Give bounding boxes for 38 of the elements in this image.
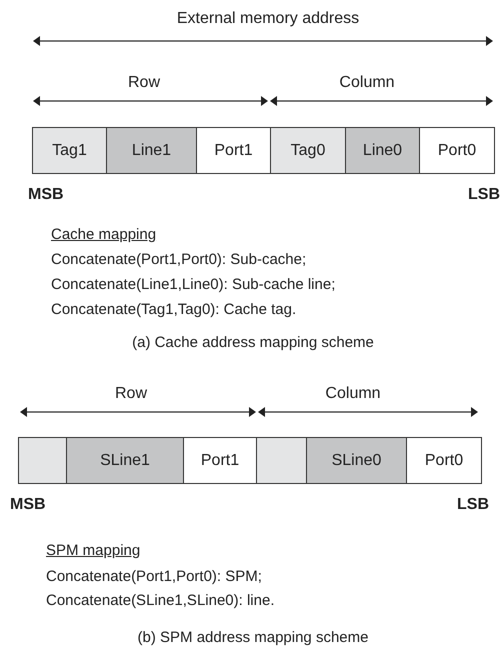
bit-order-label: MSB — [28, 186, 64, 204]
note-heading: Cache mapping — [51, 226, 156, 244]
bit-field-box — [183, 437, 257, 484]
dimension-label: Row — [128, 74, 160, 92]
bit-field-box — [66, 437, 184, 484]
field-name: Tag0 — [290, 142, 326, 160]
field-name: SLine0 — [332, 452, 382, 470]
field-name: Port1 — [200, 452, 240, 470]
note-text: Concatenate(Port1,Port0): SPM; — [46, 568, 262, 586]
field-name: Port0 — [424, 452, 464, 470]
dimension-label: Column — [339, 74, 395, 92]
bit-field-box — [406, 437, 482, 484]
bit-field-box — [306, 437, 407, 484]
note-text: Concatenate(Port1,Port0): Sub-cache; — [51, 251, 306, 269]
bit-field-box — [196, 127, 271, 174]
bit-field-box — [32, 127, 107, 174]
field-name: Line0 — [362, 142, 402, 160]
bit-field-box — [106, 127, 197, 174]
field-name: Tag1 — [52, 142, 87, 160]
field-name: Port1 — [214, 142, 253, 160]
bit-order-label: LSB — [457, 496, 489, 514]
field-name: Line1 — [132, 142, 172, 160]
bit-field-box — [419, 127, 495, 174]
dimension-label: Row — [115, 385, 147, 403]
dimension-label: External memory address — [176, 10, 360, 28]
note-heading: SPM mapping — [46, 542, 140, 560]
figure-caption: (b) SPM address mapping scheme — [138, 629, 368, 647]
field-name: SLine1 — [100, 452, 150, 470]
note-text: Concatenate(Line1,Line0): Sub-cache line; — [51, 276, 336, 294]
bit-field-box — [345, 127, 420, 174]
note-text: Concatenate(Tag1,Tag0): Cache tag. — [51, 301, 296, 319]
bit-field-box — [270, 127, 346, 174]
field-name: Port0 — [438, 142, 476, 160]
figure-caption: (a) Cache address mapping scheme — [132, 334, 374, 352]
note-text: Concatenate(SLine1,SLine0): line. — [46, 592, 274, 610]
bit-order-label: LSB — [468, 186, 500, 204]
bit-order-label: MSB — [10, 496, 46, 514]
dimension-label: Column — [325, 385, 381, 403]
